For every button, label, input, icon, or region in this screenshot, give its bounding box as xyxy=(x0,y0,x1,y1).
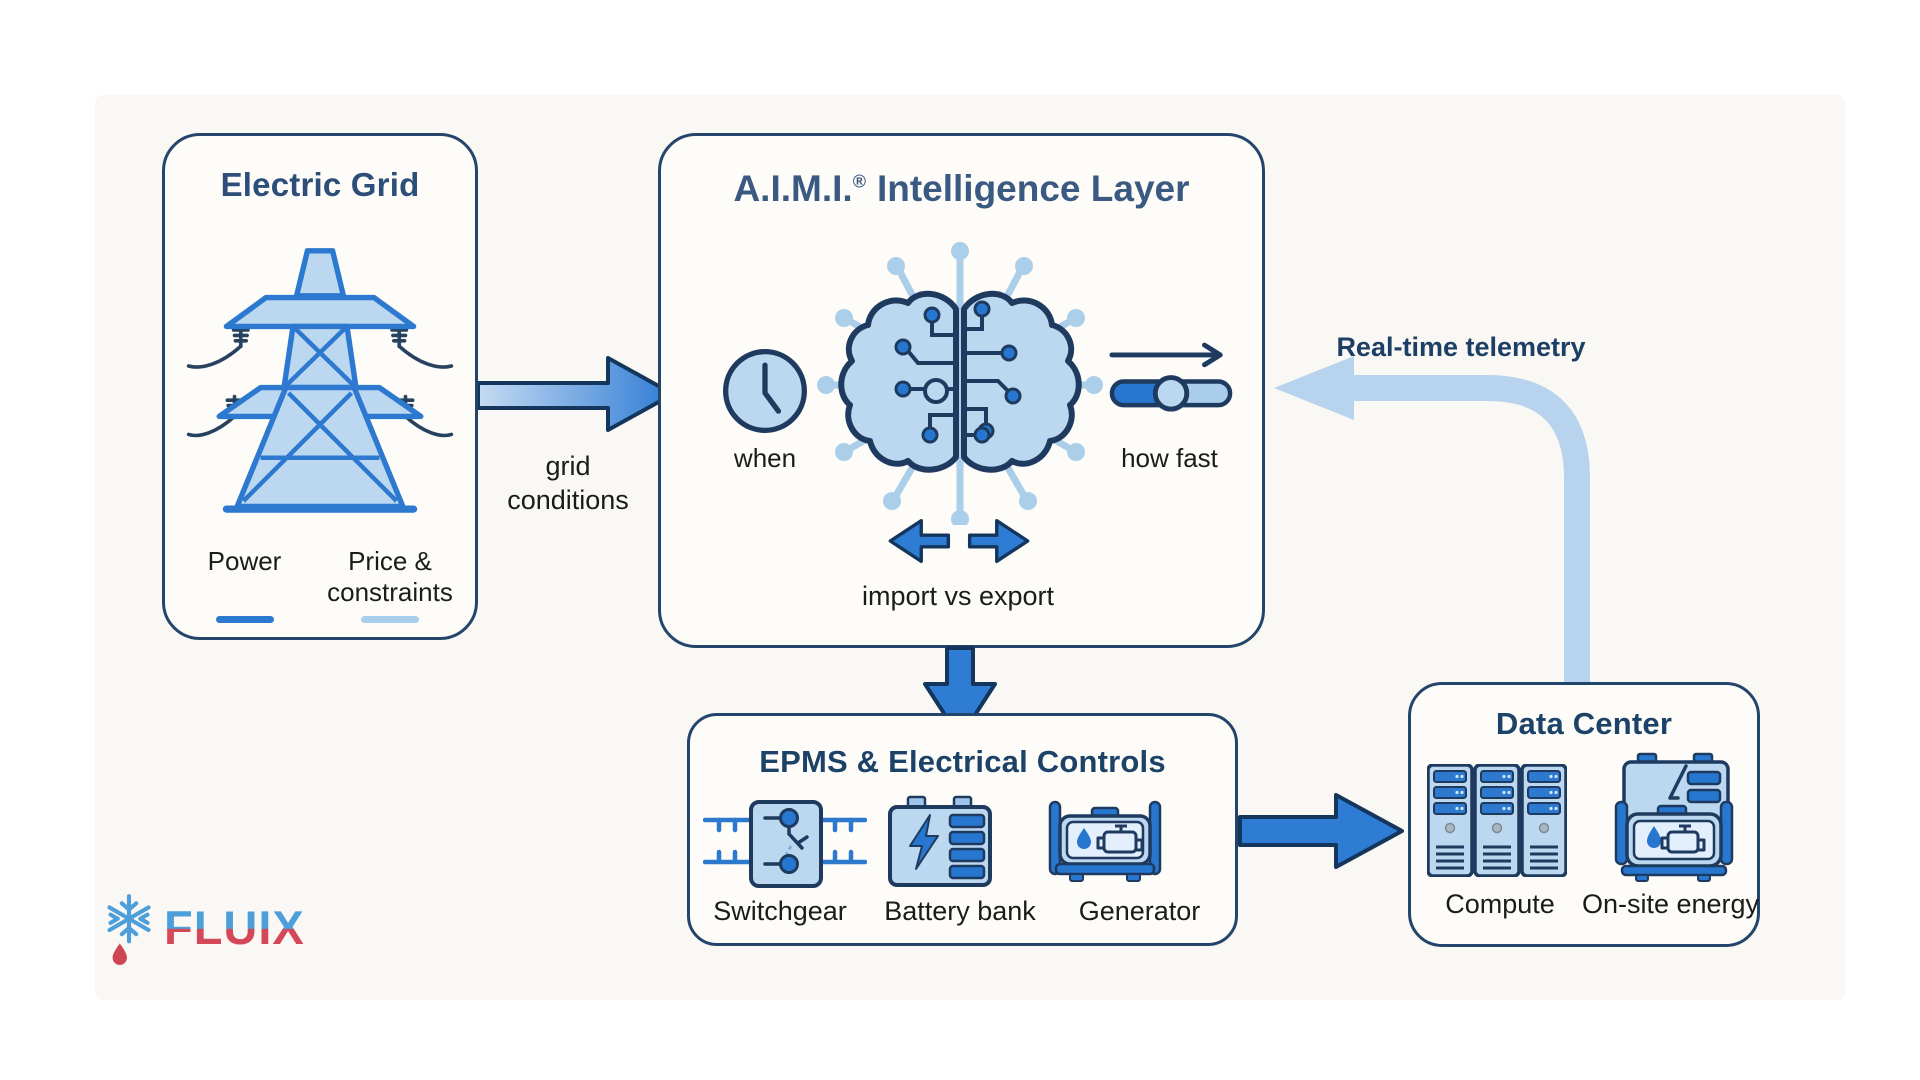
fluix-logo: FLUIX xyxy=(100,890,305,968)
aimi-title-rest: Intelligence Layer xyxy=(876,168,1190,209)
how-fast-label: how fast xyxy=(1121,443,1218,473)
transmission-tower-icon xyxy=(186,248,454,513)
aimi-to-epms-arrow xyxy=(923,646,997,740)
server-racks-icon xyxy=(1427,764,1567,877)
compute-label: Compute xyxy=(1445,889,1555,919)
when-label: when xyxy=(733,443,797,473)
import-vs-export-label: import vs export xyxy=(861,581,1055,611)
generator-icon xyxy=(1048,800,1162,882)
legend-price-label: Price & constraints xyxy=(327,546,453,607)
fluix-wordmark: FLUIX xyxy=(164,901,305,954)
switchgear-label: Switchgear xyxy=(713,896,847,926)
legend-power: Power xyxy=(182,546,307,623)
telemetry-label: Real-time telemetry xyxy=(1336,332,1586,362)
legend-price-swatch xyxy=(361,616,419,623)
legend-price-constraints: Price & constraints xyxy=(310,546,470,623)
speed-slider-icon xyxy=(1109,342,1233,412)
onsite-energy-label: On-site energy xyxy=(1581,889,1760,919)
epms-to-datacenter-arrow xyxy=(1238,793,1404,869)
generator-label: Generator xyxy=(1078,896,1201,926)
grid-conditions-arrow xyxy=(478,356,675,432)
battery-bank-icon xyxy=(888,795,992,887)
left-right-arrows-icon xyxy=(888,518,1030,564)
onsite-energy-icon xyxy=(1614,752,1734,882)
clock-icon xyxy=(723,349,807,433)
aimi-title-name: A.I.M.I. xyxy=(733,168,853,209)
brain-circuit-icon xyxy=(817,242,1103,525)
legend-power-swatch xyxy=(215,616,274,623)
registered-mark: ® xyxy=(852,171,866,192)
epms-title: EPMS & Electrical Controls xyxy=(759,744,1166,779)
snowflake-droplet-icon xyxy=(107,894,151,965)
legend-power-label: Power xyxy=(207,546,282,576)
aimi-title: A.I.M.I.® Intelligence Layer xyxy=(658,168,1265,210)
battery-bank-label: Battery bank xyxy=(884,896,1036,926)
grid-conditions-label: grid conditions xyxy=(507,451,629,515)
electric-grid-title: Electric Grid xyxy=(220,166,420,203)
data-center-title: Data Center xyxy=(1495,706,1673,741)
telemetry-arrow xyxy=(1274,356,1590,682)
switchgear-icon xyxy=(703,800,867,888)
